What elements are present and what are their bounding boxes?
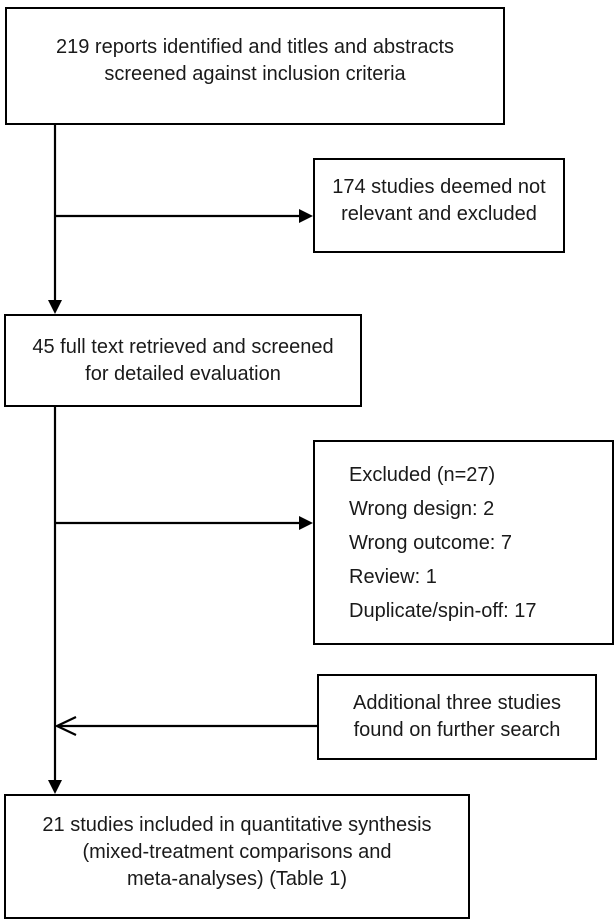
box-excluded-line: Review: 1 <box>349 565 437 588</box>
arrow-identified-to-fulltext <box>48 125 62 314</box>
arrow-to-not-relevant <box>55 209 313 223</box>
box-not-relevant-line: 174 studies deemed not <box>332 176 546 198</box>
box-additional-studies: Additional three studies found on furthe… <box>317 674 597 760</box>
box-reports-identified-line: screened against inclusion criteria <box>104 63 406 85</box>
box-full-text-line: for detailed evaluation <box>85 362 281 385</box>
box-not-relevant-line: relevant and excluded <box>341 203 537 225</box>
box-excluded-line: Wrong design: 2 <box>349 497 495 520</box>
arrow-additional-to-flow <box>54 716 317 736</box>
box-full-text-screened: 45 full text retrieved and screened for … <box>4 314 362 407</box>
box-included-line: 21 studies included in quantitative synt… <box>42 813 432 836</box>
box-excluded-line: Excluded (n=27) <box>349 463 496 486</box>
box-excluded-reasons: Excluded (n=27) Wrong design: 2 Wrong ou… <box>313 440 614 645</box>
arrow-to-excluded <box>55 516 313 530</box>
box-additional-line: found on further search <box>353 719 561 741</box>
box-excluded-line: Duplicate/spin-off: 17 <box>349 599 537 622</box>
box-reports-identified: 219 reports identified and titles and ab… <box>5 7 505 125</box>
box-not-relevant-excluded: 174 studies deemed not relevant and excl… <box>313 158 565 253</box>
box-included-line: meta-analyses) (Table 1) <box>126 867 348 890</box>
box-reports-identified-line: 219 reports identified and titles and ab… <box>55 36 455 58</box>
box-excluded-line: Wrong outcome: 7 <box>349 531 513 554</box>
box-included-line: (mixed-treatment comparisons and <box>82 840 392 863</box>
box-included-synthesis: 21 studies included in quantitative synt… <box>4 794 470 919</box>
box-additional-line: Additional three studies <box>353 692 561 714</box>
box-full-text-line: 45 full text retrieved and screened <box>32 335 334 358</box>
arrow-fulltext-to-included <box>48 407 62 794</box>
